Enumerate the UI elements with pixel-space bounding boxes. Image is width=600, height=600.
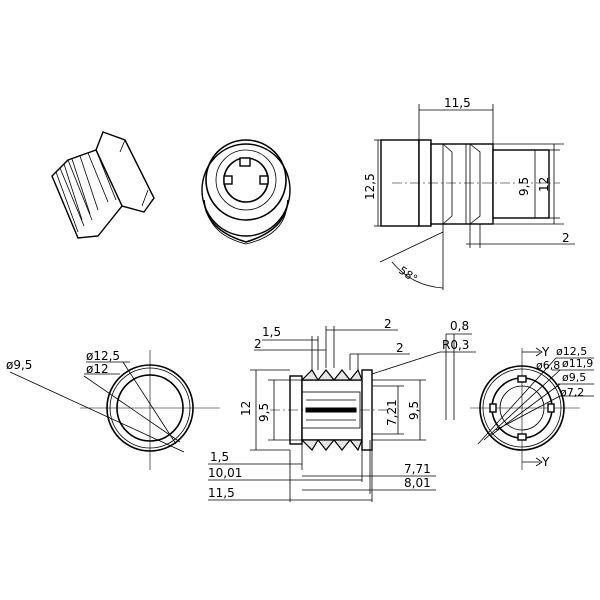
side-view-top-right: 11,5 12,5 9,5 12 2 58°: [363, 96, 575, 290]
dim-flange: 1,5: [210, 450, 229, 464]
isometric-view-front: [201, 139, 291, 245]
dim-d4: ø9,5: [562, 371, 586, 384]
rear-view: ø12,5 ø6,8 ø11,9 ø9,5 ø7,2 Y Y: [470, 345, 594, 470]
isometric-view-side: [51, 131, 155, 239]
axis-y-top: Y: [541, 345, 550, 359]
dim-inner-right: 7,21: [385, 399, 399, 426]
section-view: 1,5 2 2 2 0,8 R0,3 12 9,5 7,21: [208, 317, 476, 502]
dim-height: 12: [239, 401, 253, 416]
dim-d3: ø11,9: [562, 357, 593, 370]
dim-groove: 2: [396, 341, 404, 355]
dim-len-total: 11,5: [208, 486, 235, 500]
dim-bore-right: 9,5: [407, 401, 421, 420]
dim-outer-dia: ø12,5: [86, 349, 120, 363]
dim-slot: 1,5: [262, 325, 281, 339]
dim-len-a: 10,01: [208, 466, 242, 480]
dim-angle: 58°: [396, 264, 419, 286]
dim-gap-left: 2: [254, 337, 262, 351]
dim-len-b: 7,71: [404, 462, 431, 476]
dim-bore: 9,5: [517, 177, 531, 196]
dim-bore-dia: ø9,5: [6, 358, 32, 372]
dim-body: 12: [537, 177, 551, 192]
dim-body-dia: ø12: [86, 362, 109, 376]
dim-flange-step: 2: [562, 231, 570, 245]
dim-len-c: 8,01: [404, 476, 431, 490]
front-view: ø9,5 ø12,5 ø12: [6, 349, 220, 470]
dim-radius: R0,3: [442, 338, 469, 352]
dim-d1: ø12,5: [556, 345, 587, 358]
axis-y-bottom: Y: [541, 455, 550, 469]
dim-chamfer: 0,8: [450, 319, 469, 333]
dim-inner: 9,5: [257, 403, 271, 422]
dim-d5: ø7,2: [560, 386, 584, 399]
dim-gap-top: 2: [384, 317, 392, 331]
dim-length-top: 11,5: [444, 96, 471, 110]
dim-d2: ø6,8: [536, 359, 560, 372]
dim-outer-height: 12,5: [363, 173, 377, 200]
